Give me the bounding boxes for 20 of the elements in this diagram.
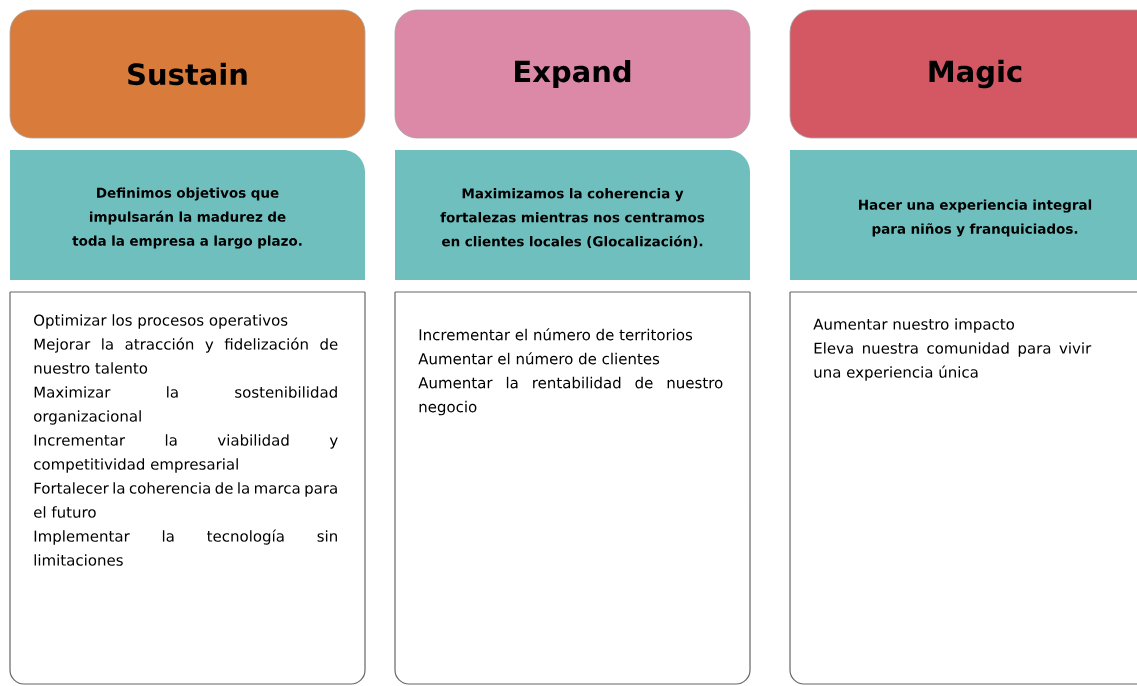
list-item: Aumentar el número de clientes <box>418 352 660 365</box>
list-item: Aumentar la rentabilidad de nuestro negocio <box>418 376 723 416</box>
list-item: Incrementar la viabilidad y competitividad empresarial <box>34 434 338 473</box>
description-box: Definimos objetivos que impulsarán la madurez de toda la empresa a largo plazo. <box>10 150 365 280</box>
header-box: Expand <box>394 9 751 139</box>
list-item: Optimizar los procesos operativos <box>34 314 288 329</box>
objectives-box <box>789 291 1137 685</box>
description-box: Hacer una experiencia integral para niños y franquiciados. <box>790 150 1137 280</box>
list-item: Aumentar nuestro impacto <box>813 318 1015 333</box>
list-item: Implementar la tecnología sin limitaciones <box>34 529 337 566</box>
description-box: Maximizamos la coherencia y fortalezas mientras nos centramos en clientes locales (Glocalización). <box>395 150 750 280</box>
objectives-box <box>394 291 751 685</box>
list-item: Fortalecer la coherencia de la marca para el futuro <box>34 482 337 518</box>
header-box: Magic <box>789 9 1137 139</box>
list-item: Incrementar el número de territorios <box>419 328 693 341</box>
header-box: Sustain <box>9 9 366 139</box>
list-item: Mejorar la atracción y fidelización de nuestro talento <box>34 337 338 374</box>
objectives-box <box>9 291 366 685</box>
list-item: Eleva nuestra comunidad para vivir una experiencia única <box>814 342 1092 381</box>
list-item: Maximizar la sostenibilidad organizacional <box>34 386 337 425</box>
